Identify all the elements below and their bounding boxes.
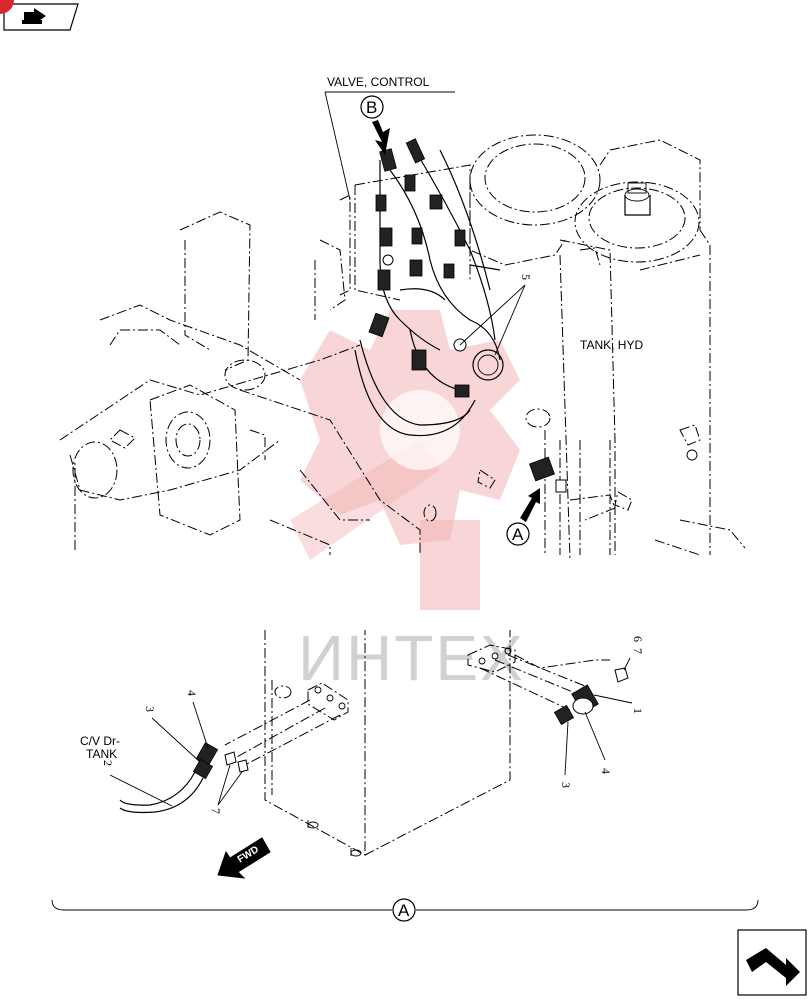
callout-7-top: 7 [631,648,645,654]
svg-text:A: A [512,525,524,544]
tank-hyd-label: TANK, HYD [580,338,643,352]
detail-callouts: 6 7 1 4 3 4 3 2 7 [101,636,645,814]
fwd-arrow-icon: FWD [217,837,271,879]
next-arrow-icon [746,948,800,986]
callout-6: 6 [631,636,645,642]
svg-text:C/V Dr-: C/V Dr- [80,734,120,748]
callout-3-left: 3 [143,706,157,712]
detail-a-bracket: A [51,898,759,922]
watermark-text: ИНТЕХ [298,622,525,694]
cv-dr-tank-label: C/V Dr- TANK [80,734,120,761]
view-b-marker: B [360,95,390,155]
back-arrow-icon [22,8,46,24]
detail-a-label: A [398,901,410,920]
watermark-logo: ИНТЕХ [290,310,525,694]
callout-4-right: 4 [599,768,613,774]
callout-3-right: 3 [559,782,573,788]
page-marker-dot [0,0,14,14]
callout-5-group: 5 [459,274,533,356]
callout-7-left: 7 [209,808,223,814]
valve-control-label-group: VALVE, CONTROL [324,75,455,201]
detail-a-drawing [119,630,629,857]
svg-text:TANK: TANK [86,747,117,761]
callout-5: 5 [519,274,533,280]
callout-4-left: 4 [185,690,199,696]
callout-1: 1 [631,708,645,714]
prev-page-button[interactable] [0,0,79,31]
next-page-button[interactable] [737,929,807,996]
machine-frame-drawing [59,134,746,561]
callout-2: 2 [101,760,115,766]
svg-text:B: B [366,98,377,117]
valve-control-label: VALVE, CONTROL [327,75,430,89]
view-a-marker: A [506,488,540,546]
